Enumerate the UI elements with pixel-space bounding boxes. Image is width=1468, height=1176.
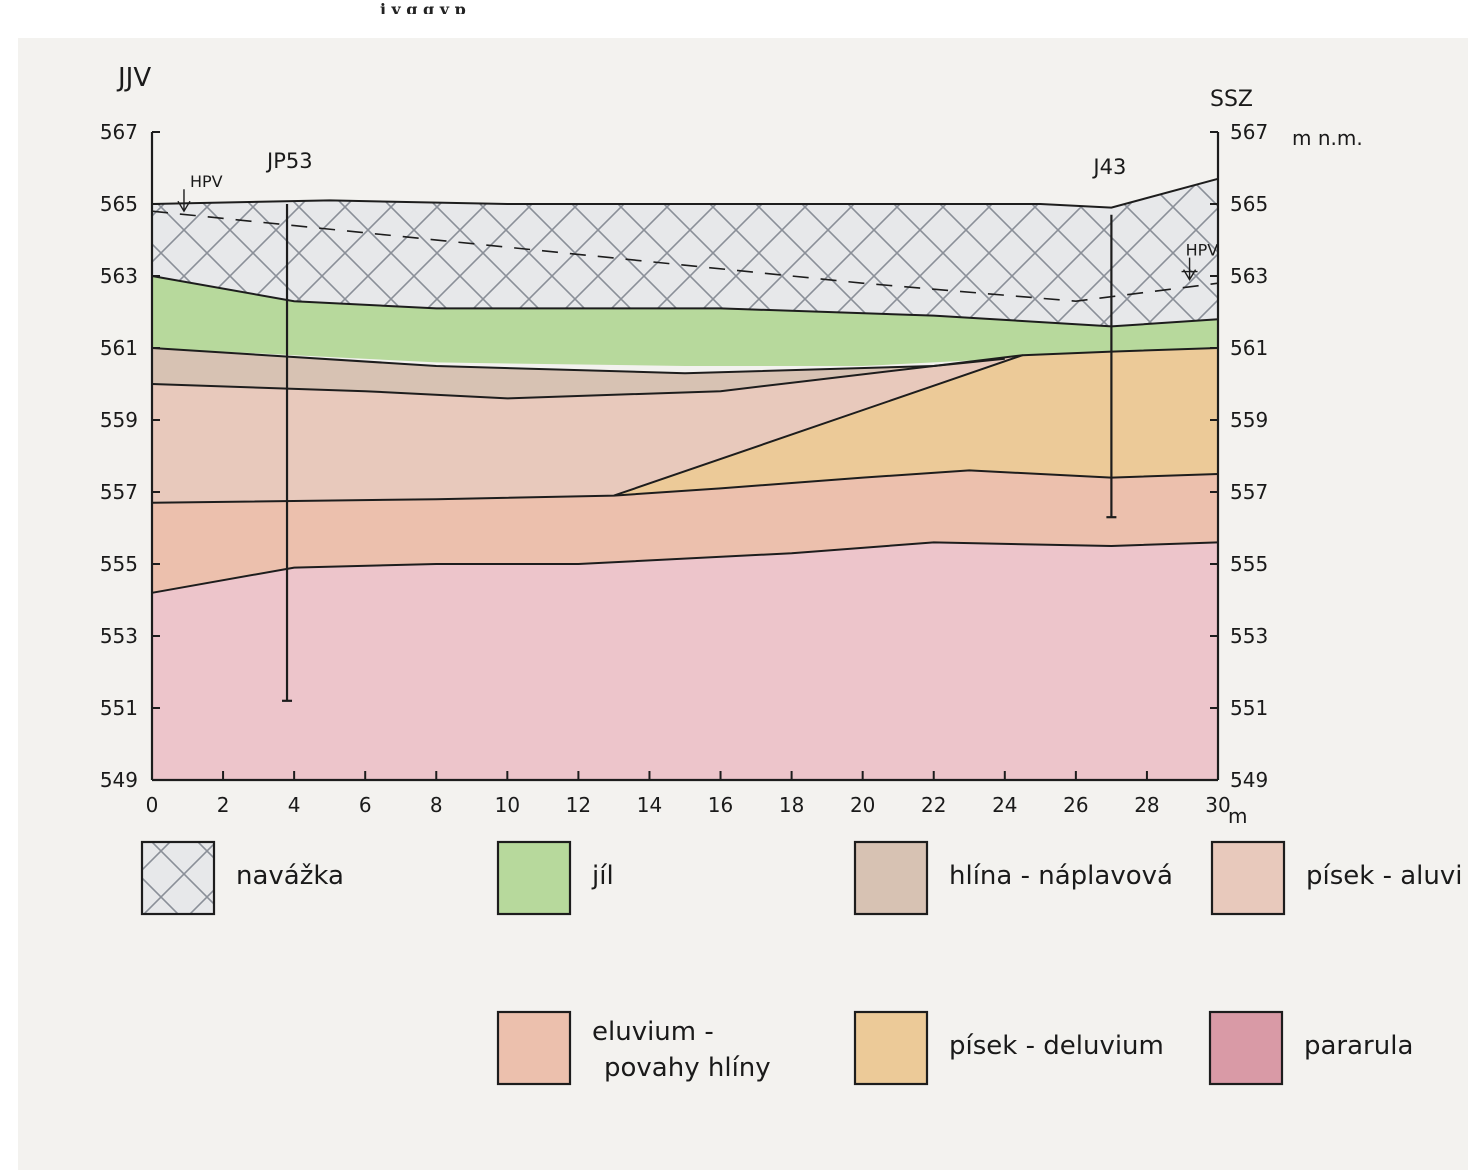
water-table: HPV HPV (151, 172, 1219, 303)
legend-label: pararula (1304, 1031, 1413, 1061)
elevation-unit-label: m n.m. (1292, 126, 1363, 150)
layer-0 (152, 178, 1218, 327)
legend-swatch (853, 840, 929, 916)
layer-boundary-4 (613, 347, 1219, 497)
legend-label-second-line: povahy hlíny (604, 1053, 771, 1083)
y-tick-label-left: 563 (100, 264, 138, 288)
legend-swatch (496, 840, 572, 916)
y-tick-label-right: 549 (1230, 768, 1268, 792)
borehole-label: JP53 (265, 149, 313, 173)
y-tick-label-right: 561 (1230, 336, 1268, 360)
y-tick-label-left: 561 (100, 336, 138, 360)
cut-off-header: j y g g y p (380, 0, 466, 14)
water-level-marker (175, 189, 192, 213)
x-tick-label: 18 (779, 793, 804, 817)
y-tick-label-left: 549 (100, 768, 138, 792)
layer-boundary-0 (151, 177, 1219, 209)
y-tick-label-left: 559 (100, 408, 138, 432)
legend-swatch (1208, 1010, 1284, 1086)
y-tick-label-right: 567 (1230, 120, 1268, 144)
layer-4 (613, 348, 1218, 496)
layer-2 (152, 348, 1005, 399)
x-tick-label: 12 (566, 793, 591, 817)
legend-label: jíl (591, 861, 614, 891)
x-tick-label: 6 (359, 793, 372, 817)
water-table-label: HPV (190, 172, 223, 191)
x-tick-label: 16 (708, 793, 733, 817)
x-tick-label: 26 (1063, 793, 1088, 817)
y-tick-label-left: 551 (100, 696, 138, 720)
legend-swatch (1210, 840, 1286, 916)
y-tick-label-left: 557 (100, 480, 138, 504)
right-direction-label: SSZ (1210, 87, 1253, 112)
axes: 567 567 565 565 563 563 561 561 559 559 557 557 555 5… (100, 120, 1268, 817)
y-tick-label-left: 555 (100, 552, 138, 576)
x-tick-label: 22 (921, 793, 946, 817)
x-tick-label: 30 (1205, 793, 1230, 817)
legend-swatch (853, 1010, 929, 1086)
x-tick-label: 4 (288, 793, 301, 817)
y-tick-label-right: 551 (1230, 696, 1268, 720)
legend-label: písek - deluvium (949, 1031, 1164, 1061)
legend-swatch (496, 1010, 572, 1086)
x-tick-label: 2 (217, 793, 230, 817)
layer-1 (152, 276, 1218, 366)
layer-boundary-6 (151, 541, 1219, 594)
distance-unit-label: m (1228, 804, 1247, 828)
x-tick-label: 20 (850, 793, 875, 817)
x-tick-label: 10 (495, 793, 520, 817)
layers (151, 177, 1219, 780)
x-tick-label: 0 (146, 793, 159, 817)
layer-6 (152, 542, 1218, 780)
y-tick-label-right: 553 (1230, 624, 1268, 648)
x-tick-label: 8 (430, 793, 443, 817)
borehole-label: J43 (1091, 155, 1126, 179)
x-tick-label: 24 (992, 793, 1017, 817)
legend-label: navážka (236, 861, 344, 891)
water-level-marker (1181, 257, 1198, 281)
boreholes: JP53 J43 (265, 149, 1126, 702)
y-tick-label-right: 565 (1230, 192, 1268, 216)
y-tick-label-right: 555 (1230, 552, 1268, 576)
y-tick-label-right: 563 (1230, 264, 1268, 288)
x-tick-label: 14 (637, 793, 662, 817)
left-direction-label: JJV (116, 63, 151, 93)
y-tick-label-right: 557 (1230, 480, 1268, 504)
layer-boundary-3 (151, 354, 1023, 400)
layer-5 (152, 470, 1218, 593)
y-tick-label-right: 559 (1230, 408, 1268, 432)
legend: navážka jíl hlína - náplavová písek - aluvi… (140, 840, 1462, 1086)
y-tick-label-left: 553 (100, 624, 138, 648)
x-tick-label: 28 (1134, 793, 1159, 817)
legend-label: eluvium - (592, 1017, 714, 1047)
legend-label: písek - aluvi (1306, 861, 1462, 891)
y-tick-label-left: 567 (100, 120, 138, 144)
water-table-line (151, 210, 1219, 303)
y-tick-label-left: 565 (100, 192, 138, 216)
legend-label: hlína - náplavová (949, 861, 1173, 891)
water-table-label: HPV (1186, 241, 1219, 260)
legend-swatch (140, 840, 216, 916)
layer-boundary-5 (151, 469, 1219, 504)
